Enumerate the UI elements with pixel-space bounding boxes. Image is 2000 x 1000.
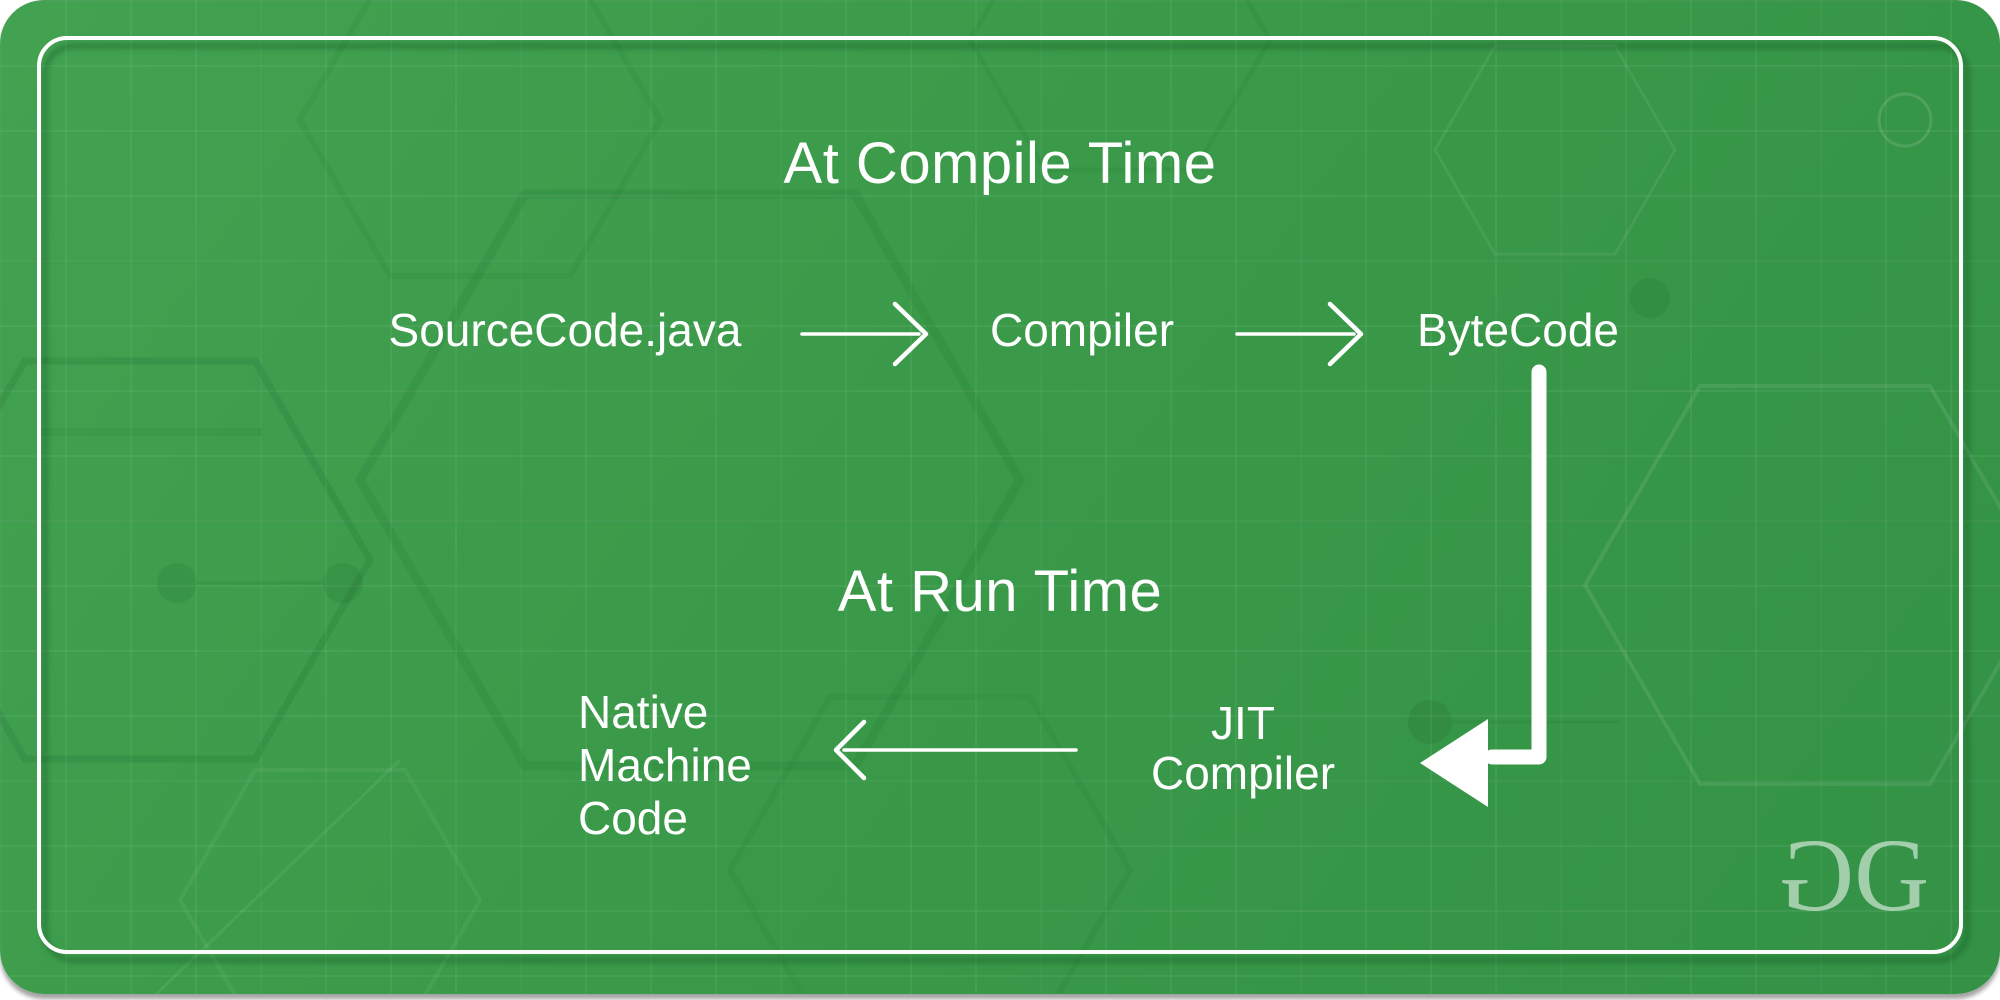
run-time-title: At Run Time: [837, 559, 1163, 624]
node-native-machine-code-line: Code: [578, 792, 688, 844]
compile-time-title: At Compile Time: [783, 131, 1217, 196]
arrow-right-icon: [1235, 301, 1364, 367]
node-native-machine-code-line: Native: [578, 686, 709, 738]
node-sourcecode-java: SourceCode.java: [388, 304, 742, 356]
geeksforgeeks-logo: GG: [1782, 818, 1929, 933]
node-native-machine-code-line: Machine: [578, 739, 752, 791]
geeksforgeeks-logo-letter: G: [1854, 818, 1929, 933]
node-native-machine-code: Native Machine Code: [578, 686, 752, 845]
arrow-left-icon: [833, 719, 1078, 781]
node-jit-compiler-line: JIT: [1211, 697, 1275, 749]
node-jit-compiler: JIT Compiler: [1118, 698, 1368, 798]
node-compiler: Compiler: [989, 304, 1175, 356]
bytecode-to-jit-connector-arrow: [1420, 364, 1547, 807]
node-jit-compiler-line: Compiler: [1150, 747, 1336, 799]
node-bytecode: ByteCode: [1416, 304, 1619, 356]
geeksforgeeks-logo-letter: G: [1782, 818, 1855, 933]
arrow-right-icon: [800, 301, 929, 367]
